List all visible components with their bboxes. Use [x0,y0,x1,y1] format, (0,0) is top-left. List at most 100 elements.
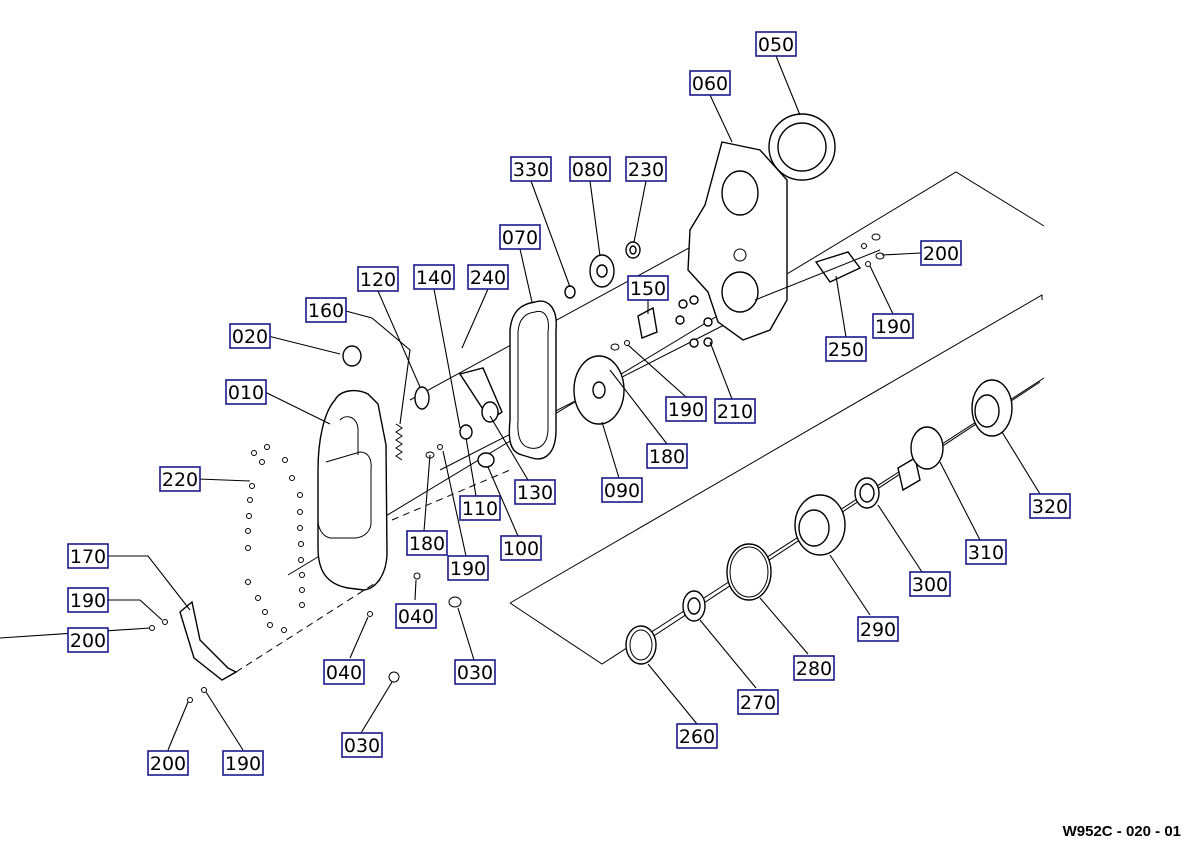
part-cover-320 [971,379,1013,437]
callout-190-e: 190 [222,750,264,776]
callout-200-b-label: 200 [70,630,106,652]
part-nut-100 [477,452,495,468]
callout-070-label: 070 [502,227,538,249]
callout-310: 310 [965,539,1007,565]
assembly-plane-upper [287,171,1045,576]
callout-330: 330 [510,156,552,182]
callout-200-c: 200 [147,750,189,776]
callout-320: 320 [1029,493,1071,519]
part-seal-300 [854,477,880,509]
part-plate-060 [687,141,788,341]
callout-100-label: 100 [503,538,539,560]
callout-290: 290 [857,616,899,642]
callout-150-label: 150 [630,278,666,300]
callout-170-label: 170 [70,546,106,568]
callout-030-a: 030 [454,659,496,685]
part-gasket-050 [768,113,836,181]
callout-200-b: 200 [67,627,109,653]
callout-070: 070 [499,224,541,250]
callout-230-label: 230 [628,159,664,181]
callout-050: 050 [755,31,797,57]
callout-010-label: 010 [228,382,264,404]
callout-170: 170 [67,543,109,569]
callout-110-label: 110 [462,498,498,520]
callout-270-label: 270 [740,692,776,714]
part-spring-160 [395,423,403,461]
callout-020: 020 [229,323,271,349]
part-sprocket-090 [573,355,625,425]
callout-080: 080 [569,156,611,182]
callout-270: 270 [737,689,779,715]
part-cap-020 [342,345,362,367]
callout-100: 100 [500,535,542,561]
callout-220: 220 [159,466,201,492]
callout-210-label: 210 [717,401,753,423]
callout-230: 230 [625,156,667,182]
callout-120-label: 120 [360,269,396,291]
part-sprocket-080 [589,254,615,288]
callout-310-label: 310 [968,542,1004,564]
callout-320-label: 320 [1032,496,1068,518]
callout-050-label: 050 [758,34,794,56]
assembly-line-chaincase [391,469,511,521]
callout-040-b-label: 040 [326,662,362,684]
part-bolts-220 [245,444,305,633]
callout-280-label: 280 [796,658,832,680]
callout-210: 210 [714,398,756,424]
drawing-code: W952C - 020 - 01 [1062,823,1181,840]
callout-030-b: 030 [341,732,383,758]
callout-190-c-label: 190 [450,558,486,580]
callout-180-a: 180 [646,443,688,469]
callout-180-b: 180 [406,530,448,556]
callout-030-a-label: 030 [457,662,493,684]
callout-130-label: 130 [517,482,553,504]
callout-080-label: 080 [572,159,608,181]
callout-090: 090 [601,477,643,503]
callout-180-a-label: 180 [649,446,685,468]
part-bearing-270 [682,590,706,622]
leader-lines [0,55,1041,751]
callout-020-label: 020 [232,326,268,348]
callout-260-label: 260 [679,726,715,748]
assembly-line-guard [235,579,381,673]
callout-130: 130 [514,479,556,505]
callout-010: 010 [225,379,267,405]
callout-180-b-label: 180 [409,533,445,555]
part-snapring-260 [625,625,657,665]
part-bolts-210 [675,295,713,348]
callout-250: 250 [825,336,867,362]
assembly-plane-lower [509,294,1045,665]
callout-190-c: 190 [447,555,489,581]
callout-260: 260 [676,723,718,749]
part-oring-280 [726,543,772,601]
callout-110: 110 [459,495,501,521]
callout-190-a-label: 190 [875,316,911,338]
callout-280: 280 [793,655,835,681]
callout-040-a-label: 040 [398,606,434,628]
callout-220-label: 220 [162,469,198,491]
part-bracket-250 [754,249,881,301]
part-plate-120 [414,386,430,410]
callout-300: 300 [909,571,951,597]
callout-160-label: 160 [308,300,344,322]
callout-250-label: 250 [828,339,864,361]
callout-140: 140 [413,264,455,290]
part-housing-290 [794,494,846,556]
callout-140-label: 140 [416,267,452,289]
part-washer-110 [459,424,473,440]
callout-040-a: 040 [395,603,437,629]
part-chaincase-010 [317,389,388,591]
callout-090-label: 090 [604,480,640,502]
callout-060: 060 [689,70,731,96]
callout-190-e-label: 190 [225,753,261,775]
callout-190-b: 190 [665,396,707,422]
callout-190-b-label: 190 [668,399,704,421]
part-chain-070 [508,300,557,460]
callout-200-c-label: 200 [150,753,186,775]
callout-120: 120 [357,266,399,292]
callout-030-b-label: 030 [344,735,380,757]
callout-200-a: 200 [920,240,962,266]
callout-200-a-label: 200 [923,243,959,265]
part-seal-230 [625,241,641,259]
